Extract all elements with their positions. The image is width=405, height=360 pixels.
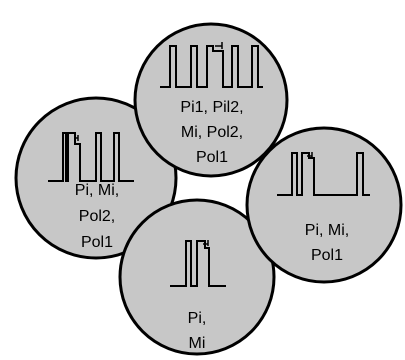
circle-label-bottom-line-2: Mi [189,335,206,352]
pulse-waveform-bottom [170,240,226,287]
circle-group-left: Pi, Mi, Pol2, Pol1 [14,96,178,260]
circle-label-left-line-2: Pol2, [79,208,115,225]
circle-label-left-line-1: Pi, Mi, [75,182,119,199]
pulse-marker-right [307,152,313,158]
circle-label-top-line-3: Pol1 [196,149,228,166]
pulse-marker-top [215,42,223,49]
pulse-marker-bottom [203,240,209,246]
circle-label-bottom-line-1: Pi, [188,310,207,327]
pulse-waveform-left [48,132,134,182]
circle-label-right-line-1: Pi, Mi, [305,222,349,239]
pulse-marker-left [74,135,79,141]
circle-label-right-line-2: Pol1 [311,247,343,264]
circle-top [133,22,289,178]
circle-group-right: Pi, Mi, Pol1 [245,126,403,284]
circle-label-top-line-1: Pi1, Pil2, [180,99,243,116]
pulse-waveform-top [160,45,263,88]
circle-group-bottom: Pi, Mi [118,198,276,356]
circle-label-left-line-3: Pol1 [81,234,113,251]
circle-label-top-line-2: Mi, Pol2, [181,124,243,141]
circle-group-top: Pi1, Pil2, Mi, Pol2, Pol1 [133,22,289,178]
